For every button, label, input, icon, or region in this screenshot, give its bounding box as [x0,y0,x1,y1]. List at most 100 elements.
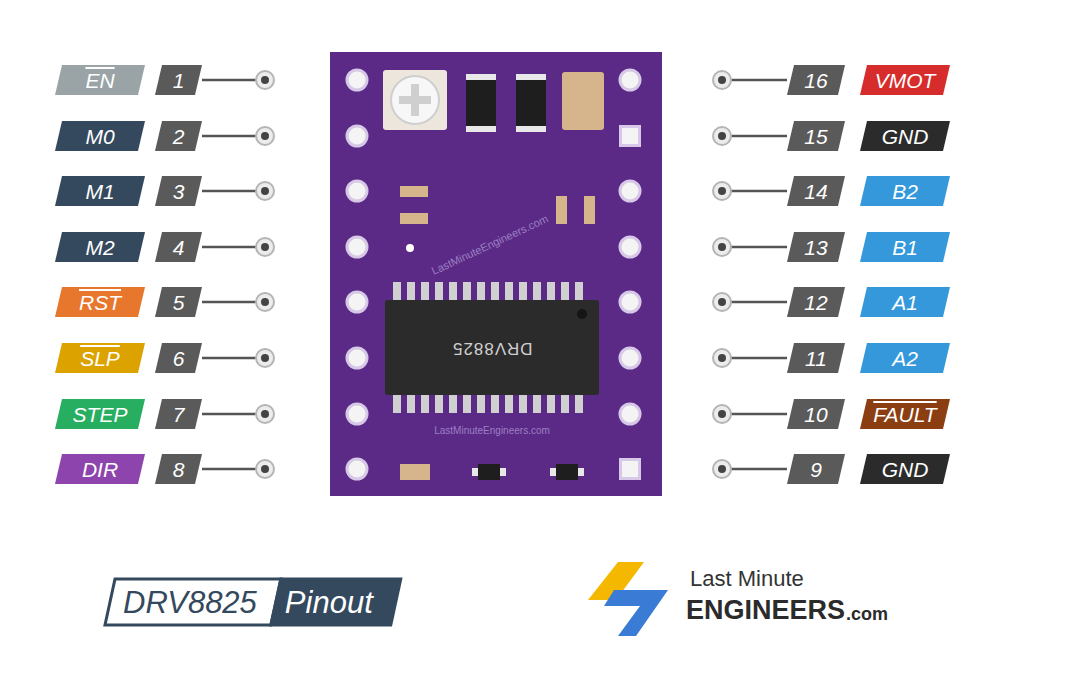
pin-dot [256,71,274,89]
logo-text: Last Minute [690,568,804,590]
pin-lead [731,190,787,193]
pin-lead [202,79,256,82]
pin-number-tag: 1 [155,65,202,95]
pin-lead [731,246,787,249]
chip-pins [393,282,589,300]
tag-outline [787,399,845,429]
tag-outline [860,232,950,262]
pin-dot-centers [261,76,726,473]
tag-outline [860,65,950,95]
header-hole [347,348,367,368]
diode-pad [466,126,496,132]
pin-lead [202,413,256,416]
pin-number: 10 [804,404,827,425]
pin-name: FAULT [873,404,936,425]
header-holes [347,70,640,479]
pin-name: M1 [85,181,114,202]
pin-label-tag: FAULT [860,399,950,429]
pin-lead [731,135,787,138]
logo-text: .com [846,605,888,623]
pin-label-tag: VMOT [860,65,950,95]
header-hole [620,292,640,312]
pin-dot-center [261,243,269,251]
tag-outline [155,176,202,206]
pin-dot [256,460,274,478]
pin-name: SLP [80,348,120,369]
pin-name: A2 [892,348,918,369]
watermark: LastMinuteEngineers.com [434,426,550,436]
pin-number: 16 [804,70,827,91]
pin-leads [202,80,787,469]
diode-pad [516,126,546,132]
diode-body [466,78,496,128]
pin-dot-center [718,132,726,140]
pin-dot-center [261,76,269,84]
smd-pad [500,468,506,476]
tag-outline [787,287,845,317]
pin-dot-center [718,187,726,195]
tag-outline [55,287,145,317]
pin-label-tag: GND [860,121,950,151]
smd-pad [550,468,556,476]
header-hole [620,404,640,424]
diode-pad [516,74,546,80]
tag-outline [860,287,950,317]
pin-lead [202,190,256,193]
capacitor [562,72,604,130]
tag-outline [787,232,845,262]
pin-number-tag: 2 [155,121,202,151]
pin-name: A1 [892,292,918,313]
pin-lead [202,301,256,304]
chip-body [385,300,599,395]
pin-name: GND [882,459,929,480]
pin-number-tag: 3 [155,176,202,206]
pin-dot [713,293,731,311]
smd-resistor [400,186,428,197]
pin-lead [731,413,787,416]
header-hole-square [621,127,640,146]
pin-label-tag: M2 [55,232,145,262]
pin-label-tag: EN [55,65,145,95]
header-hole [620,181,640,201]
header-hole [620,348,640,368]
pin-dot-center [718,76,726,84]
pin-number: 5 [173,292,185,313]
tag-outline [105,579,281,625]
header-hole [347,292,367,312]
tag-outline [155,343,202,373]
tag-outline [787,121,845,151]
pin-dot [256,349,274,367]
pin-dot-center [718,465,726,473]
pin-number-tag: 10 [787,399,845,429]
pin-dot [256,127,274,145]
pin-label-tag: RST [55,287,145,317]
pin-lead [202,468,256,471]
potentiometer-knob [391,76,439,124]
pin-dot-center [718,410,726,418]
header-hole [347,126,367,146]
smd-pad [472,468,478,476]
smd-capacitor [556,196,567,224]
pin-name: STEP [73,404,128,425]
pin-name: B2 [892,181,918,202]
tag-outline [787,176,845,206]
pin-lead [731,357,787,360]
pin-dot [713,238,731,256]
pin-number-tag: 12 [787,287,845,317]
pin-label-tag: STEP [55,399,145,429]
pin-name: M2 [85,237,114,258]
pin-label-tag: SLP [55,343,145,373]
pin-label-tag: A1 [860,287,950,317]
pin-label-tag: B2 [860,176,950,206]
pin-lead [202,246,256,249]
pin-dot-center [718,354,726,362]
tag-outline [860,176,950,206]
tag-outline [155,399,202,429]
pin-lead [731,468,787,471]
pin-label-tag: M1 [55,176,145,206]
tag-outline [155,287,202,317]
pin-dot-center [718,243,726,251]
pin-dot [713,71,731,89]
pin-name: VMOT [875,70,936,91]
header-hole [347,237,367,257]
